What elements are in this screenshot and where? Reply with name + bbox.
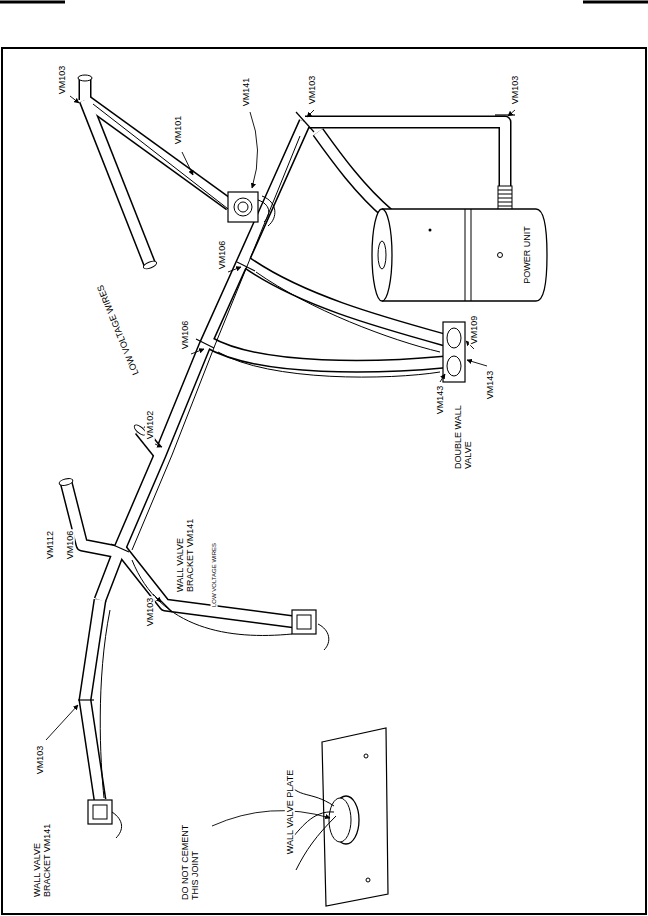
- part-label: VM143: [485, 370, 495, 401]
- leader-line: [46, 705, 78, 740]
- coupling: [196, 339, 214, 348]
- pipe-cut-end: [78, 75, 92, 81]
- cylinder-outline: [370, 208, 548, 302]
- part-label: VM103: [57, 65, 67, 96]
- wire: [93, 104, 232, 212]
- switch: [498, 253, 503, 258]
- pipe-outlines: [66, 78, 505, 800]
- pipe-cut-end: [58, 477, 73, 486]
- part-label: VM106: [65, 530, 75, 561]
- hose: [318, 132, 388, 214]
- page-frame: [2, 48, 646, 914]
- pipe-cut-end: [142, 260, 157, 271]
- leader-line: [70, 96, 79, 103]
- leader-line: [467, 360, 487, 366]
- leader-line: [191, 349, 204, 354]
- unit-label: POWER UNIT: [523, 225, 533, 285]
- part-label: VM106: [217, 240, 227, 271]
- leader-line: [228, 267, 241, 272]
- wall-valve-plate: [285, 728, 388, 906]
- leader-lines: [46, 96, 515, 826]
- screw: [429, 229, 432, 232]
- leader-line: [155, 444, 162, 447]
- coupling: [495, 114, 515, 115]
- band-seam: [471, 209, 472, 301]
- part-label: VM101: [173, 115, 183, 146]
- part-label: VM103: [510, 75, 520, 106]
- coupling: [111, 544, 129, 552]
- power-unit: POWER UNIT: [370, 208, 548, 302]
- hose: [318, 132, 388, 214]
- part-label: VM141: [241, 77, 251, 108]
- double-wall-valve: [443, 322, 465, 382]
- callout-note: WALL VALVE BRACKET VM141: [175, 517, 196, 593]
- wire: [258, 200, 269, 222]
- callout-note: WALL VALVE BRACKET VM141: [32, 822, 53, 898]
- cylinder-body: [382, 209, 547, 301]
- wire: [132, 136, 300, 550]
- part-label: VM103: [307, 75, 317, 106]
- leader-line: [440, 374, 445, 382]
- wire: [218, 352, 440, 377]
- part-label: LOW VOLTAGE WIRES: [211, 542, 218, 608]
- leader-line: [250, 112, 258, 188]
- part-label: WALL VALVE PLATE: [285, 769, 295, 855]
- callout-note: DO NOT CEMENT THIS JOINT: [180, 809, 201, 901]
- pipe-insides: [66, 78, 505, 800]
- part-label: LOW VOLTAGE WIRES: [95, 283, 141, 378]
- part-label: VM103: [35, 745, 45, 776]
- couplings: [78, 112, 515, 700]
- wire: [112, 812, 122, 838]
- coupling: [78, 699, 94, 700]
- part-label: VM102: [145, 410, 155, 441]
- leader-line: [508, 110, 515, 116]
- cylinder-end: [372, 209, 392, 301]
- coupling: [296, 112, 314, 132]
- header-bar: [0, 1, 65, 4]
- part-label: VM103: [145, 597, 155, 628]
- pipe: [85, 100, 150, 265]
- flex-hose: [498, 186, 512, 210]
- part-label: VM143: [435, 385, 445, 416]
- wall-valve-bracket-mid: [292, 610, 316, 634]
- leader-line: [307, 110, 314, 117]
- part-label: VM112: [45, 530, 55, 560]
- wall-valve-bracket-bottom: [88, 800, 112, 824]
- header-bar: [583, 1, 648, 4]
- part-label: VM109: [469, 315, 479, 346]
- leader-line: [212, 811, 330, 826]
- wall-valve-top: [228, 192, 258, 222]
- callout-note: DOUBLE WALL VALVE: [453, 394, 474, 470]
- wire: [262, 196, 275, 226]
- wire: [318, 624, 329, 650]
- part-label: VM106: [180, 320, 190, 351]
- band-seam: [465, 209, 466, 301]
- leader-line: [182, 152, 193, 175]
- wire: [100, 610, 110, 798]
- exhaust-port: [378, 241, 386, 269]
